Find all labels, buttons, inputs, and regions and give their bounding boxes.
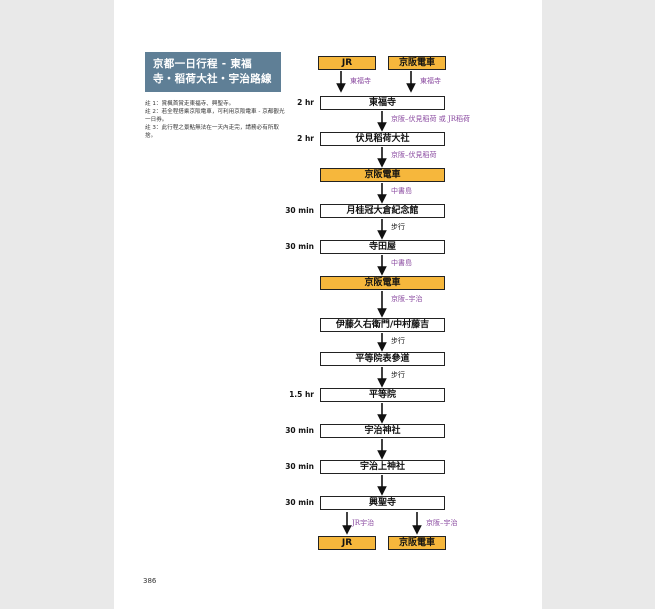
step-time: 2 hr [297,98,314,107]
step-transport-label: 京阪–伏見稻荷 或 JR稻荷 [391,115,471,123]
end-node-keihan: 京阪電車 [388,536,446,550]
step-node: 興聖寺 [320,496,445,510]
step-node: 伊藤久右衛門/中村藤吉 [320,318,445,332]
step-node: 宇治神社 [320,424,445,438]
itinerary-title: 京都一日行程 - 東福寺・稻荷大社・宇治路線 [145,52,281,92]
step-node: 京阪電車 [320,276,445,290]
step-transport-label: 步行 [391,337,405,345]
step-time: 30 min [285,426,314,435]
step-transport-label: 步行 [391,371,405,379]
step-transport-label: 步行 [391,223,405,231]
step-node: 伏見稻荷大社 [320,132,445,146]
note-2: 註 2：若全程搭乘京阪電車，可利用京阪電車 - 京都觀光一日券。 [145,109,285,123]
step-time: 30 min [285,498,314,507]
step-time: 30 min [285,206,314,215]
start-node-keihan: 京阪電車 [388,56,446,70]
step-time: 2 hr [297,134,314,143]
start-label-jr: 東福寺 [350,77,371,85]
start-node-jr: JR [318,56,376,70]
end-label-keihan: 京阪–宇治 [426,519,458,527]
step-transport-label: 中書島 [391,187,412,195]
start-label-keihan: 東福寺 [420,77,441,85]
step-time: 30 min [285,242,314,251]
step-node: 宇治上神社 [320,460,445,474]
step-time: 30 min [285,462,314,471]
step-node: 平等院 [320,388,445,402]
step-node: 寺田屋 [320,240,445,254]
page-number: 386 [143,577,157,585]
step-time: 1.5 hr [289,390,314,399]
note-1: 註 1：賞楓首賞走東福寺、興聖寺。 [145,101,235,107]
step-transport-label: 京阪–宇治 [391,295,423,303]
step-node: 平等院表參道 [320,352,445,366]
step-node: 京阪電車 [320,168,445,182]
step-node: 月桂冠大倉紀念館 [320,204,445,218]
end-label-jr: JR宇治 [352,519,375,527]
step-transport-label: 京阪–伏見稻荷 [391,151,437,159]
step-transport-label: 中書島 [391,259,412,267]
notes-block: 註 1：賞楓首賞走東福寺、興聖寺。 註 2：若全程搭乘京阪電車，可利用京阪電車 … [145,100,285,140]
end-node-jr: JR [318,536,376,550]
step-node: 東福寺 [320,96,445,110]
note-3: 註 3：此行程之景點無法在一天內走完，請務必有所取捨。 [145,125,279,139]
